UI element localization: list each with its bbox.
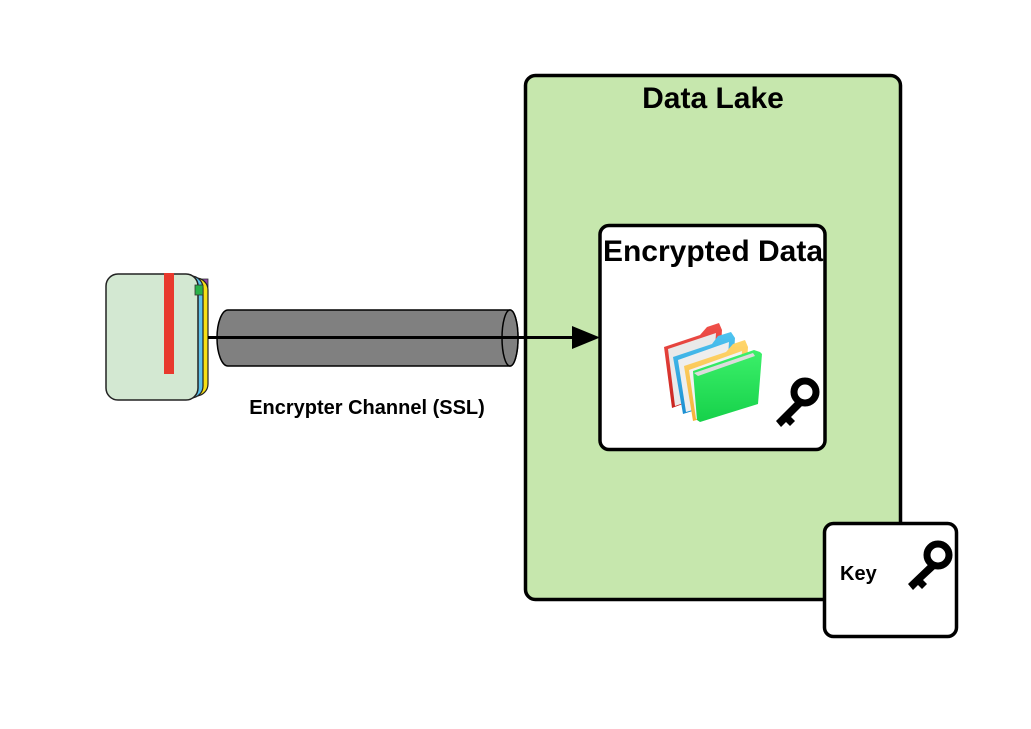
folders-icon [664, 323, 762, 422]
data-lake-title: Data Lake [642, 82, 784, 115]
notebook-icon[interactable] [105, 273, 209, 401]
key-box-label: Key [840, 563, 877, 585]
encrypted-data-title: Encrypted Data [602, 235, 824, 268]
connection-arrow [208, 326, 600, 349]
key-box[interactable] [822, 521, 959, 639]
ssl-channel-label: Encrypter Channel (SSL) [249, 397, 485, 419]
key-icon [908, 540, 953, 590]
key-icon [776, 377, 820, 427]
